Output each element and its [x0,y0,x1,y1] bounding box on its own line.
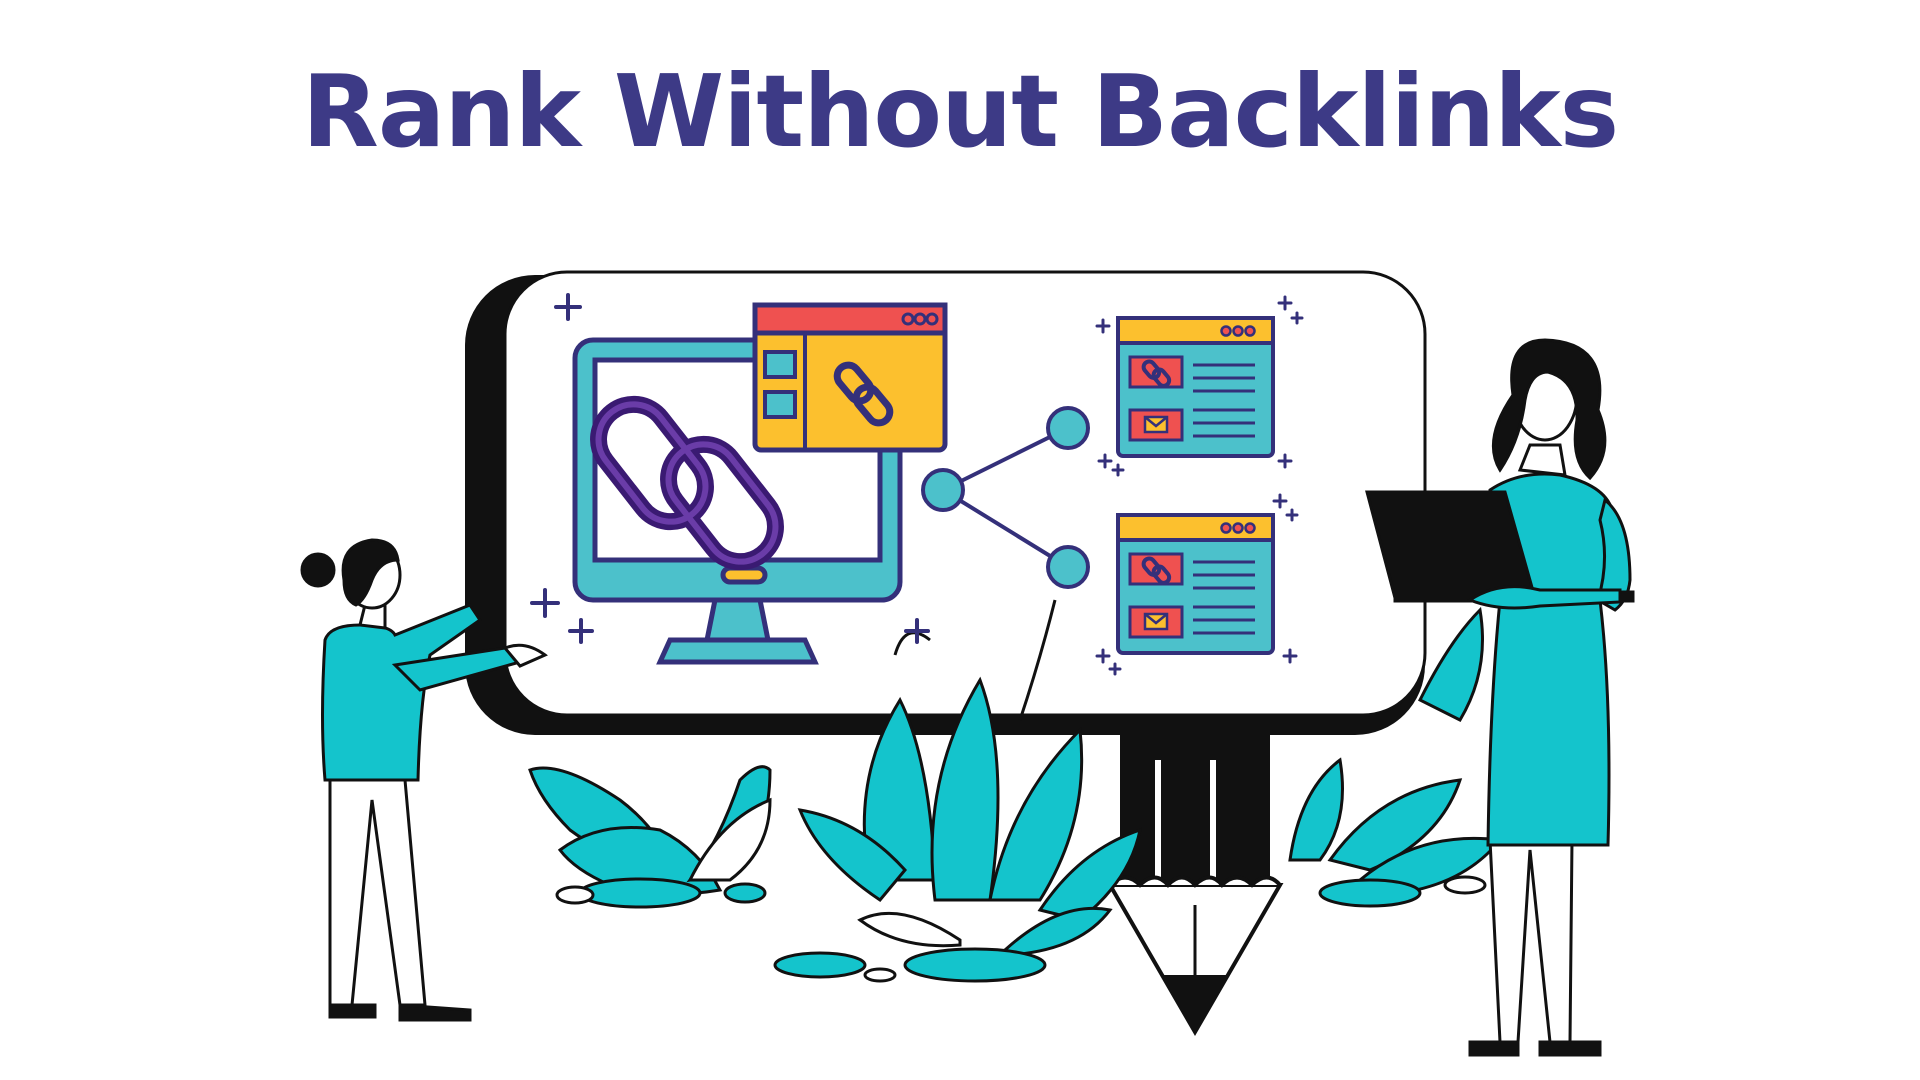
plant-left [528,765,772,909]
share-icon [921,406,1090,589]
sparkle-icon [530,293,1304,676]
content-card-bottom [1116,513,1275,655]
browser-window [752,302,948,453]
chain-link-icon [1141,359,1172,388]
envelope-icon [1143,415,1169,434]
plant-right [1288,606,1503,908]
page-title: Rank Without Backlinks [301,53,1619,170]
content-card-top [1116,316,1275,458]
person-right [1365,338,1635,1057]
chain-link-icon [833,361,894,427]
envelope-icon [1143,612,1169,631]
pencil-icon [1106,735,1284,1036]
plant-center [773,599,1142,983]
chain-link-icon [1141,556,1172,585]
person-left [300,538,548,1022]
chain-link-icon [590,395,784,571]
